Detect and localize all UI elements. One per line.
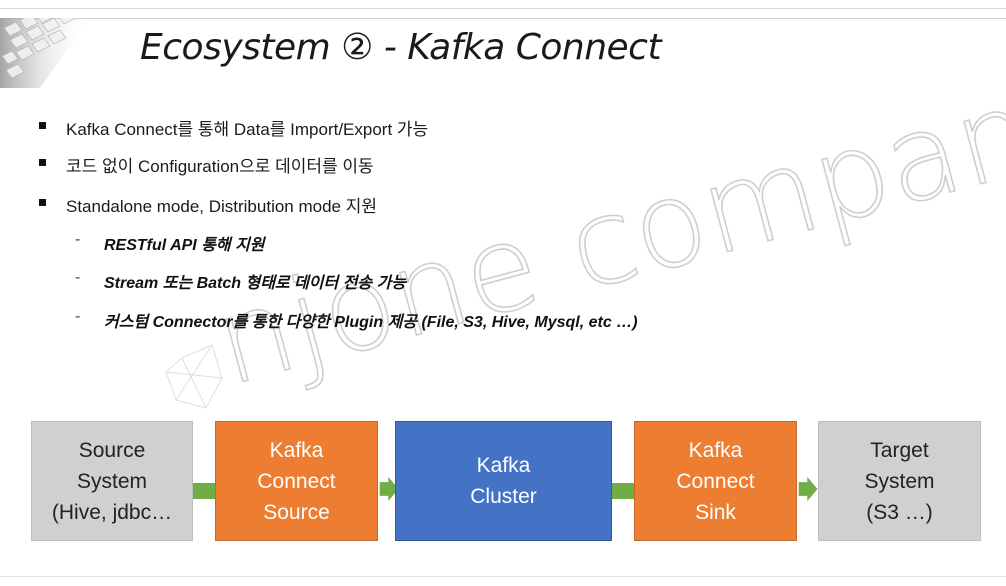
dash-marker: - [75, 231, 81, 248]
arrow-right-icon [612, 483, 636, 499]
dash-marker: - [75, 308, 81, 325]
title-rule [0, 18, 1006, 19]
watermark-text: njone company [202, 44, 1006, 412]
dash-marker: - [75, 269, 81, 286]
bullet-item: Standalone mode, Distribution mode 지원 [39, 192, 377, 217]
bullet-text: Standalone mode, Distribution mode 지원 [66, 197, 377, 216]
source-system-box: Source System (Hive, jdbc… [31, 421, 193, 541]
bullet-square-icon [39, 159, 46, 166]
keyboard-image [0, 18, 90, 88]
sub-bullet-item: - RESTful API 통해 지원 [75, 231, 265, 255]
target-system-box: Target System (S3 …) [818, 421, 981, 541]
sub-bullet-text: RESTful API 통해 지원 [104, 237, 265, 254]
kafka-connect-sink-box: Kafka Connect Sink [634, 421, 797, 541]
slide-title: Ecosystem ② - Kafka Connect [140, 27, 662, 68]
crystal-logo-icon [165, 344, 223, 409]
bottom-rule [0, 576, 1006, 577]
kafka-connect-source-box: Kafka Connect Source [215, 421, 378, 541]
bullet-text: Kafka Connect를 통해 Data를 Import/Export 가능 [66, 120, 429, 139]
sub-bullet-text: 커스텀 Connector를 통한 다양한 Plugin 제공 (File, S… [104, 314, 638, 331]
bullet-item: Kafka Connect를 통해 Data를 Import/Export 가능 [39, 115, 429, 140]
kafka-cluster-box: Kafka Cluster [395, 421, 612, 541]
sub-bullet-text: Stream 또는 Batch 형태로 데이터 전송 가능 [104, 275, 407, 292]
sub-bullet-item: - Stream 또는 Batch 형태로 데이터 전송 가능 [75, 269, 407, 293]
sub-bullet-item: - 커스텀 Connector를 통한 다양한 Plugin 제공 (File,… [75, 308, 638, 332]
bullet-square-icon [39, 199, 46, 206]
arrow-right-icon [798, 477, 818, 501]
bullet-text: 코드 없이 Configuration으로 데이터를 이동 [66, 157, 374, 176]
arrow-right-icon [193, 483, 215, 499]
bullet-square-icon [39, 122, 46, 129]
bullet-item: 코드 없이 Configuration으로 데이터를 이동 [39, 152, 374, 177]
arrow-right-icon [379, 477, 399, 501]
top-rule [0, 8, 1006, 9]
